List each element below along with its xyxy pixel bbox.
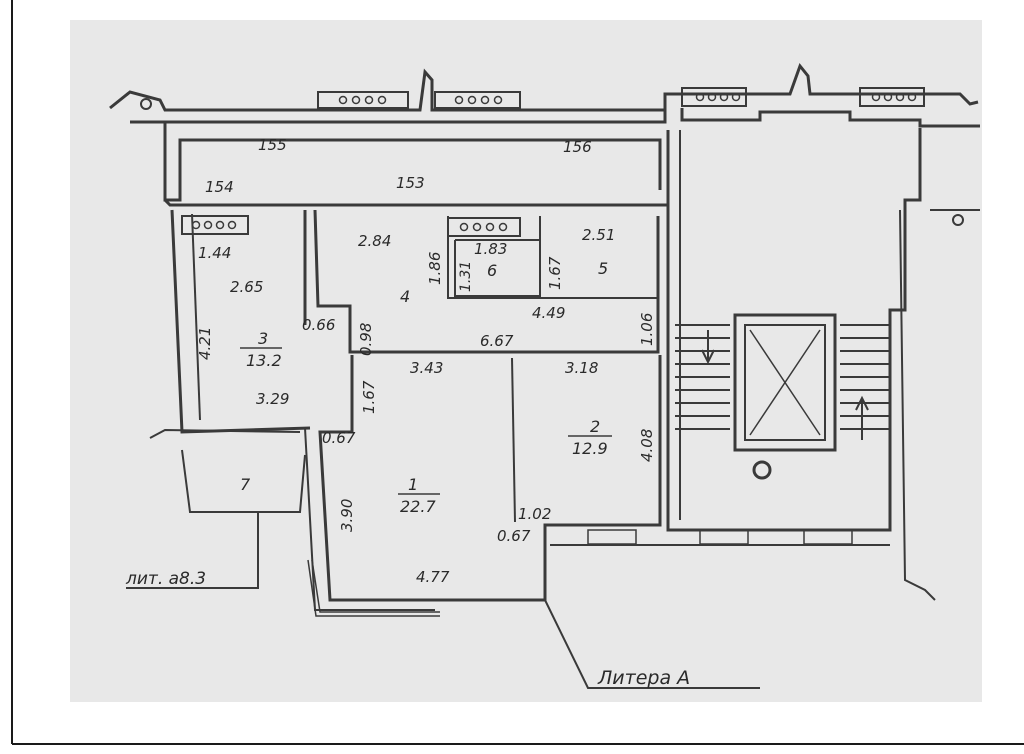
riser-icon <box>140 98 152 110</box>
outer-top-wall-inner <box>130 108 667 124</box>
room-1-2-outer <box>318 355 662 602</box>
stair-up-arrow-icon <box>855 395 869 440</box>
corridor-wall <box>163 122 662 202</box>
wall-number-153: 153 <box>396 174 425 192</box>
dim-1-02: 1.02 <box>518 505 551 523</box>
dim-3-18: 3.18 <box>565 359 598 377</box>
dim-1-31: 1.31 <box>458 261 474 292</box>
dim-1-86: 1.86 <box>426 252 444 285</box>
room-number-4: 4 <box>400 287 410 306</box>
riser-icon-right <box>952 214 964 226</box>
dim-1-67-lower: 1.67 <box>360 380 378 414</box>
corridor-bottom-wall <box>163 198 668 207</box>
room-3-walls <box>170 209 311 434</box>
wall-number-156: 156 <box>563 138 592 156</box>
dim-0-66: 0.66 <box>302 316 335 334</box>
room-number-7: 7 <box>240 475 251 494</box>
elevator-cross <box>749 329 821 436</box>
wall-number-154: 154 <box>205 178 234 196</box>
radiator-sections <box>191 92 917 232</box>
dim-4-49: 4.49 <box>532 304 565 322</box>
dim-1-06: 1.06 <box>638 313 656 346</box>
dim-4-21: 4.21 <box>196 327 214 360</box>
stair-down-arrow-icon <box>701 330 715 365</box>
room-1-2-partition <box>511 357 516 523</box>
dim-0-98: 0.98 <box>357 323 375 356</box>
dim-0-67-right: 0.67 <box>497 527 531 545</box>
dim-3-90: 3.90 <box>338 499 356 532</box>
right-outer-wall <box>899 209 936 601</box>
dim-4-08: 4.08 <box>638 429 656 462</box>
room-area-2: 12.9 <box>572 439 608 458</box>
room-number-6: 6 <box>487 261 497 280</box>
elevator-shaft <box>733 313 837 452</box>
dim-2-65: 2.65 <box>230 278 263 296</box>
windows <box>307 529 853 617</box>
room-area-1: 22.7 <box>400 497 436 516</box>
lit-a83-leader <box>126 512 259 589</box>
label-lit-a83: лит. а8.3 <box>125 569 206 589</box>
dim-3-43: 3.43 <box>410 359 443 377</box>
stair-top-wall <box>680 108 980 128</box>
room-number-1: 1 <box>408 475 418 494</box>
label-litera-a: Литера А <box>597 667 690 689</box>
room-area-3: 13.2 <box>246 351 282 370</box>
dim-1-67-upper: 1.67 <box>546 256 564 290</box>
room-number-3: 3 <box>258 329 268 348</box>
room-4-walls <box>313 209 660 354</box>
radiators <box>181 87 925 237</box>
walls <box>109 62 980 611</box>
dim-3-29: 3.29 <box>256 390 289 408</box>
stair-column-icon <box>752 460 772 480</box>
litera-a-leader <box>544 599 760 689</box>
wall-number-155: 155 <box>258 136 287 154</box>
dim-0-67-left: 0.67 <box>322 429 356 447</box>
dim-2-51: 2.51 <box>582 226 615 244</box>
room-7-top <box>149 428 301 439</box>
elevator-cab <box>744 324 826 441</box>
dim-1-83: 1.83 <box>474 240 507 258</box>
dim-6-67: 6.67 <box>480 332 514 350</box>
room-7-walls <box>181 449 306 513</box>
room-3-inner <box>191 213 201 421</box>
dim-2-84: 2.84 <box>358 232 391 250</box>
dim-1-44: 1.44 <box>198 244 231 262</box>
room-5-6-walls <box>447 216 658 299</box>
dim-4-77: 4.77 <box>416 568 450 586</box>
room-number-2: 2 <box>590 417 600 436</box>
room-number-5: 5 <box>598 259 608 278</box>
